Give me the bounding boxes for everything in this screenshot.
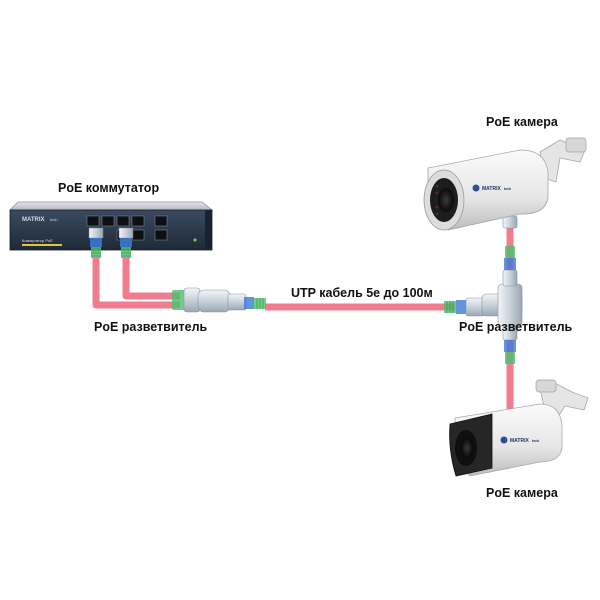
camera-bottom-brand-suffix: tech (532, 439, 539, 443)
poe-splitter-left (172, 287, 266, 313)
splitter-left-boot (172, 290, 186, 310)
camera-bottom-lens (461, 438, 473, 458)
poe-splitter-right (444, 246, 523, 364)
switch-ports-poe (86, 215, 168, 227)
switch-port (131, 215, 145, 227)
rj45-plug-port-2 (118, 227, 134, 258)
switch-port (86, 215, 100, 227)
switch-front-text: Коммутатор PoE (22, 238, 53, 243)
camera-bottom-logo-icon (500, 436, 508, 444)
camera-top-lens (438, 188, 454, 212)
camera-top-brand: MATRIX (482, 186, 501, 192)
rj45-plug-camera-top (502, 215, 518, 229)
poe-switch: MATRIX tech Коммутатор PoE (9, 201, 214, 251)
label-camera-top: PoE камера (486, 115, 559, 129)
camera-top-brand-suffix: tech (504, 187, 511, 191)
switch-brand-label: MATRIX (22, 217, 45, 223)
camera-top-logo-icon (472, 184, 480, 192)
camera-top-ir-leds (435, 184, 439, 216)
switch-port (101, 215, 115, 227)
cable-switch-port-2 (122, 258, 180, 300)
switch-power-led (193, 238, 197, 242)
label-utp-cable: UTP кабель 5e до 100м (291, 286, 433, 300)
label-poe-splitter-left: PoE разветвитель (94, 320, 208, 334)
switch-port (154, 215, 168, 227)
switch-plugs (88, 227, 134, 258)
label-poe-switch: PoE коммутатор (58, 181, 159, 195)
cable-switch-port-1 (92, 258, 180, 309)
label-camera-bottom: PoE камера (486, 486, 559, 500)
camera-bottom-brand: MATRIX (510, 438, 529, 444)
splitter-left-body (197, 289, 231, 313)
switch-port (154, 229, 168, 241)
switch-port (116, 215, 130, 227)
poe-camera-bottom: MATRIX tech (449, 379, 589, 477)
switch-brand-suffix: tech (50, 217, 58, 222)
switch-yellow-strip (22, 244, 62, 246)
label-poe-splitter-right: PoE разветвитель (459, 320, 573, 334)
switch-port (131, 229, 145, 241)
rj45-plug-port-1 (88, 227, 104, 258)
poe-camera-top: MATRIX tech (423, 137, 587, 231)
switch-side (205, 210, 212, 250)
switch-top-panel (9, 201, 214, 211)
